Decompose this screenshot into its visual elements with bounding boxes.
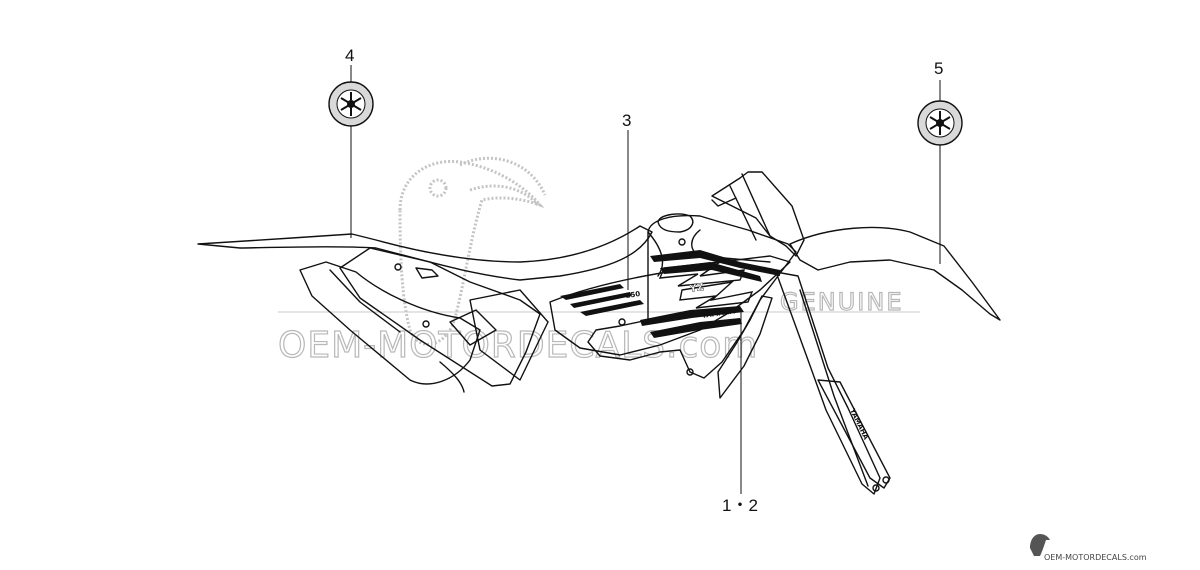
fork-guard-decal-brand: YAMAHA bbox=[848, 406, 871, 441]
shroud-graphics bbox=[560, 250, 780, 338]
radiator-shroud bbox=[587, 214, 797, 379]
shroud-decal-model: YZ bbox=[688, 282, 705, 295]
front-fender bbox=[789, 226, 1001, 321]
callout-5: 5 bbox=[934, 59, 944, 78]
side-panel-rear bbox=[299, 261, 481, 385]
fork-leg bbox=[775, 271, 881, 495]
yamaha-tuning-fork-emblem-icon bbox=[917, 100, 963, 146]
gas-cap bbox=[657, 213, 694, 233]
rear-fender bbox=[197, 225, 653, 281]
footer-site-label: OEM-MOTORDECALS.com bbox=[1044, 553, 1147, 562]
leader-lines bbox=[350, 65, 941, 494]
side-number-plate bbox=[339, 247, 541, 387]
toucan-icon bbox=[398, 156, 547, 346]
yamaha-tuning-fork-emblem-icon bbox=[328, 81, 374, 127]
callout-1-2: 1・2 bbox=[722, 496, 758, 515]
callout-4: 4 bbox=[345, 46, 355, 65]
yz-logo-outline bbox=[658, 261, 754, 309]
callout-3: 3 bbox=[622, 111, 632, 130]
watermark-genuine: GENUINE bbox=[779, 288, 904, 316]
front-number-plate bbox=[711, 171, 805, 257]
footer-toucan-icon bbox=[1030, 534, 1050, 556]
shroud-decal-size: 250 bbox=[625, 290, 641, 300]
